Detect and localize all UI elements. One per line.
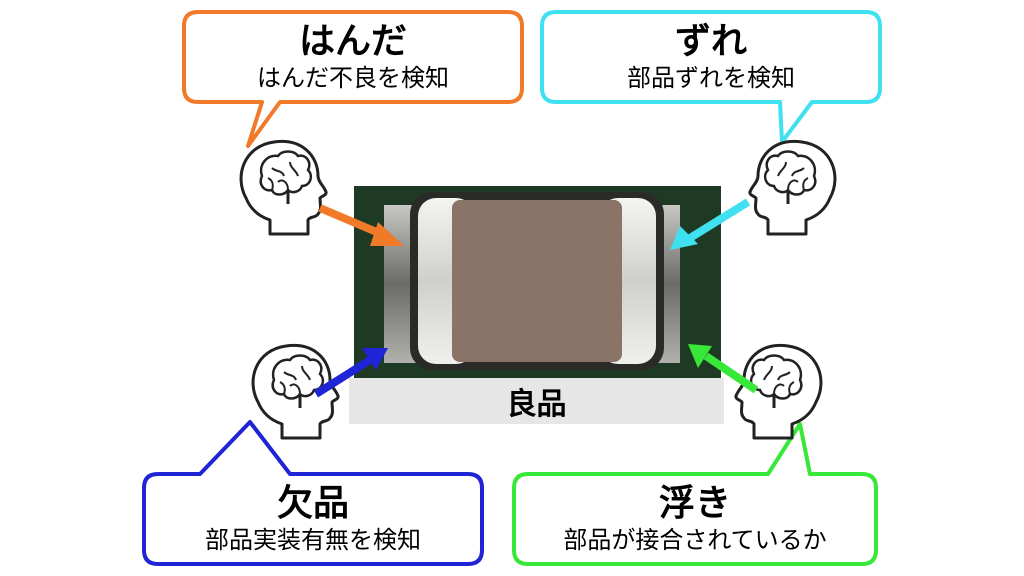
bubble-missing [142, 420, 484, 566]
callout-title: はんだ [298, 21, 407, 62]
callout-title: 欠品 [276, 483, 349, 524]
callout-subtitle: はんだ不良を検知 [257, 64, 449, 92]
arrow-solder [318, 204, 404, 246]
callout-shift: ずれ 部品ずれを検知 [544, 14, 878, 100]
bubble-solder [182, 10, 524, 148]
arrow-shift [670, 198, 751, 250]
callout-subtitle: 部品ずれを検知 [627, 64, 795, 92]
brain-head-icon [239, 139, 328, 236]
status-label: 良品 [349, 378, 724, 424]
callout-missing: 欠品 部品実装有無を検知 [146, 476, 480, 562]
arrow-missing [313, 348, 388, 398]
callout-subtitle: 部品が接合されているか [563, 526, 827, 554]
brain-head-icon [734, 343, 823, 440]
callout-title: 浮き [658, 483, 731, 524]
callout-lift: 浮き 部品が接合されているか [516, 476, 874, 562]
bubble-shift [540, 10, 882, 144]
brain-head-icon [748, 139, 837, 236]
component-photo [354, 186, 721, 379]
chip-body [452, 200, 622, 362]
bubble-lift [512, 422, 878, 566]
callout-solder: はんだ はんだ不良を検知 [186, 14, 520, 100]
callout-title: ずれ [674, 21, 747, 62]
arrow-lift [688, 344, 759, 394]
callout-subtitle: 部品実装有無を検知 [205, 526, 421, 554]
